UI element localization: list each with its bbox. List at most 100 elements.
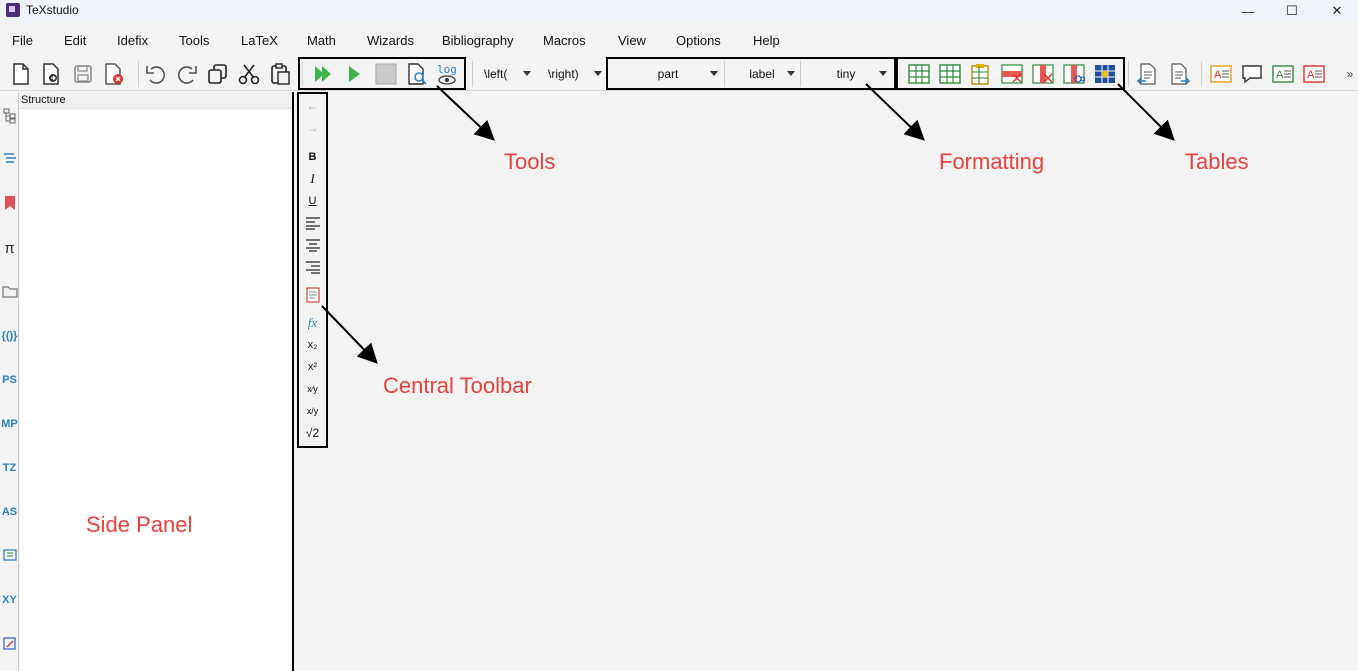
tools-arrow [436, 85, 495, 141]
right-bracket-combo[interactable]: \right) [538, 64, 604, 84]
insert-bib-icon[interactable] [1169, 63, 1191, 85]
metapost-tab[interactable]: MP [1, 418, 18, 430]
build-view-icon[interactable] [312, 63, 334, 85]
view-log-icon[interactable]: log [436, 63, 458, 85]
toolbar-overflow-button[interactable]: » [1346, 67, 1354, 81]
dfraction-button[interactable]: x/y [306, 406, 319, 416]
menu-file[interactable]: File [12, 33, 33, 48]
menu-latex[interactable]: LaTeX [241, 33, 278, 48]
toolbar-separator [1128, 61, 1129, 87]
menu-macros[interactable]: Macros [543, 33, 586, 48]
add-column-icon[interactable] [939, 63, 961, 85]
undo-icon[interactable] [145, 63, 167, 85]
font-size-combo[interactable]: tiny [803, 64, 889, 84]
comment-icon[interactable] [1241, 63, 1263, 85]
save-icon[interactable] [72, 63, 94, 85]
window-title: TeXstudio [26, 3, 79, 17]
text-red-icon[interactable]: A [1303, 63, 1325, 85]
back-button[interactable]: ← [306, 99, 319, 113]
align-left-icon[interactable] [299, 213, 326, 233]
maximize-button[interactable]: ☐ [1286, 3, 1298, 18]
toolbar-separator [724, 61, 725, 87]
side-panel-annotation: Side Panel [86, 512, 193, 537]
toolbar-separator [472, 61, 473, 87]
align-center-icon[interactable] [299, 235, 326, 255]
central-toolbar: ← → B I U fx x₂ x² x⁄y x/y √2 [297, 92, 328, 448]
menu-wizards[interactable]: Wizards [367, 33, 414, 48]
app-icon [6, 3, 20, 17]
bookmark-icon[interactable] [0, 193, 19, 213]
align-columns-icon[interactable] [1094, 63, 1116, 85]
side-panel-divider[interactable] [292, 92, 294, 671]
formatting-annotation: Formatting [939, 149, 1045, 174]
side-panel: Structure [20, 92, 292, 671]
menu-help[interactable]: Help [753, 33, 780, 48]
page-icon[interactable] [299, 285, 326, 305]
menu-view[interactable]: View [618, 33, 646, 48]
symbols-icon[interactable]: π [4, 239, 15, 257]
menu-idefix[interactable]: Idefix [117, 33, 149, 48]
log-label: log [437, 62, 457, 76]
formatting-arrow [865, 83, 925, 141]
superscript-button[interactable]: x² [307, 361, 318, 373]
math-function-button[interactable]: fx [307, 315, 318, 330]
sectioning-combo[interactable]: part [614, 64, 722, 84]
new-file-icon[interactable] [10, 63, 32, 85]
asymptote-tab[interactable]: AS [1, 506, 18, 518]
menu-tools[interactable]: Tools [179, 33, 210, 48]
stop-icon[interactable] [375, 63, 397, 85]
xy-tab[interactable]: XY [2, 594, 17, 606]
side-panel-strip: π {()} PS MP TZ AS XY [0, 92, 19, 671]
left-bracket-combo[interactable]: \left( [477, 64, 533, 84]
cut-icon[interactable] [238, 63, 260, 85]
menu-edit[interactable]: Edit [64, 33, 87, 48]
structure-icon[interactable] [0, 106, 19, 126]
align-right-icon[interactable] [299, 257, 326, 277]
menu-math[interactable]: Math [307, 33, 336, 48]
pstricks-tab[interactable]: PS [2, 374, 17, 386]
text-green-icon[interactable]: A [1272, 63, 1294, 85]
redo-icon[interactable] [176, 63, 198, 85]
remove-column-icon[interactable] [1032, 63, 1054, 85]
tables-highlight-box [896, 57, 1125, 90]
fraction-button[interactable]: x⁄y [307, 384, 318, 394]
subscript-button[interactable]: x₂ [307, 339, 318, 351]
bold-button[interactable]: B [308, 151, 317, 163]
brackets-icon[interactable]: {()} [1, 330, 18, 342]
toolbar-separator [138, 61, 139, 87]
text-box-icon[interactable]: A [1210, 63, 1232, 85]
open-file-icon[interactable] [40, 63, 62, 85]
tables-arrow [1117, 83, 1175, 141]
view-pdf-icon[interactable] [406, 63, 428, 85]
menu-options[interactable]: Options [676, 33, 721, 48]
insert-refs-icon[interactable] [1136, 63, 1158, 85]
minimize-button[interactable]: — [1241, 3, 1255, 19]
label-combo[interactable]: label [727, 64, 797, 84]
menu-bibliography[interactable]: Bibliography [442, 33, 514, 48]
add-row-icon[interactable] [908, 63, 930, 85]
central-toolbar-arrow [321, 305, 378, 364]
close-file-icon[interactable] [103, 63, 125, 85]
sqrt-button[interactable]: √2 [305, 426, 320, 440]
toc-icon[interactable] [0, 149, 19, 169]
central-toolbar-annotation: Central Toolbar [383, 373, 532, 398]
italic-button[interactable]: I [310, 171, 315, 186]
cut-column-icon[interactable] [1063, 63, 1085, 85]
svg-text:A: A [1214, 69, 1222, 81]
files-icon[interactable] [0, 282, 19, 302]
remove-row-icon[interactable] [1001, 63, 1023, 85]
paste-icon[interactable] [269, 63, 291, 85]
toolbar-separator [302, 61, 303, 87]
compile-icon[interactable] [343, 63, 365, 85]
paste-table-icon[interactable] [970, 63, 992, 85]
main-toolbar: log \left( \right) part label tiny [0, 57, 1358, 91]
close-button[interactable]: ✕ [1331, 3, 1343, 18]
tikz-tab[interactable]: TZ [2, 462, 17, 474]
grid-icon[interactable] [0, 546, 19, 566]
underline-button[interactable]: U [308, 195, 317, 207]
side-panel-header: Structure [20, 92, 292, 109]
pen-icon[interactable] [0, 634, 19, 654]
forward-button[interactable]: → [306, 121, 319, 135]
copy-icon[interactable] [207, 63, 229, 85]
